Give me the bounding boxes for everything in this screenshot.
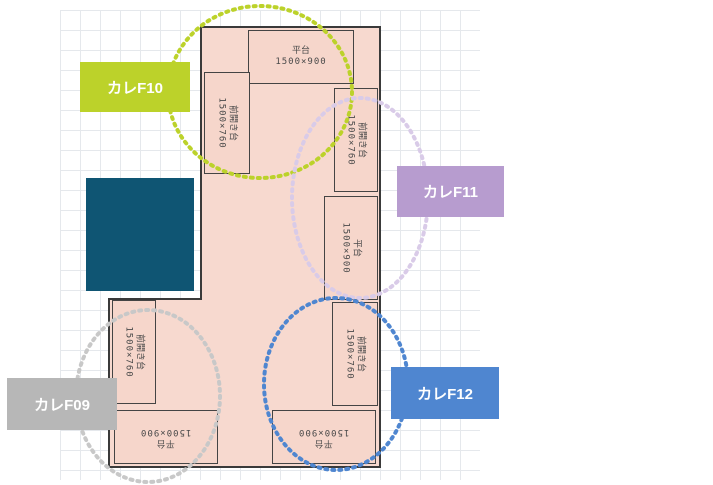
table-top: 平台 1500×900 xyxy=(248,30,354,84)
wall-left-upper xyxy=(200,26,202,300)
zone-f12-circle xyxy=(262,296,410,472)
dark-blue-block xyxy=(86,178,194,291)
wall-right xyxy=(379,26,381,468)
table-bottom-left: 平台 1500×900 xyxy=(114,410,218,464)
zone-label-f10: カレF10 xyxy=(80,62,190,112)
zone-f10-circle xyxy=(166,4,354,180)
zone-label-f12: カレF12 xyxy=(391,367,499,419)
table-size: 1500×900 xyxy=(275,57,327,67)
wall-step xyxy=(108,298,202,300)
zone-label-f11: カレF11 xyxy=(397,166,504,217)
wall-bottom xyxy=(108,466,381,468)
table-left-upper: 前開き台 1500×760 xyxy=(204,72,250,174)
table-right-middle: 平台 1500×900 xyxy=(324,196,378,300)
wall-top xyxy=(200,26,381,28)
zone-label-f09: カレF09 xyxy=(7,378,117,430)
table-name: 平台 xyxy=(291,46,310,56)
table-bottom-right: 平台 1500×900 xyxy=(272,410,376,464)
table-right-lower: 前開き台 1500×760 xyxy=(332,302,378,406)
